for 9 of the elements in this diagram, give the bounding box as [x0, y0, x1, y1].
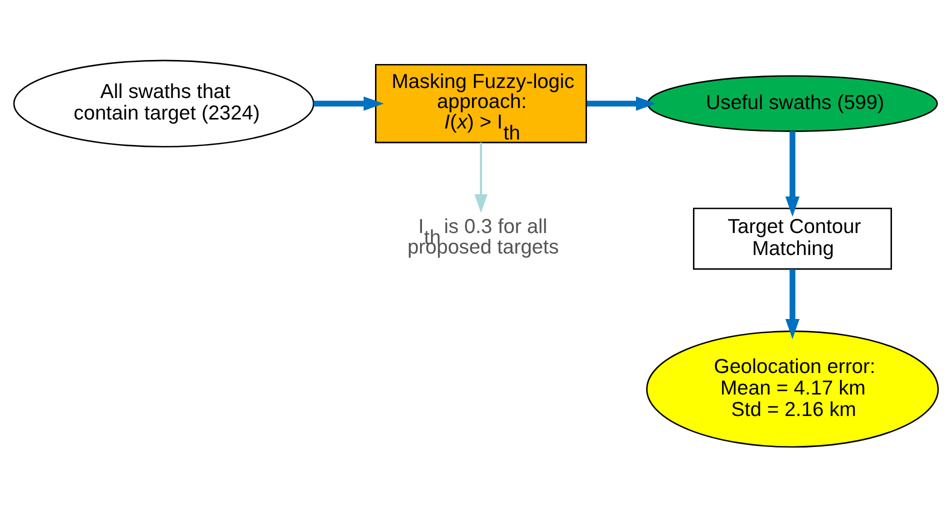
arrow — [474, 142, 488, 213]
node-ellipse: All swaths that contain target (2324) — [13, 60, 314, 148]
node-ellipse: Useful swaths (599) — [647, 75, 938, 132]
arrow — [314, 96, 384, 111]
node-box: Target Contour Matching — [692, 208, 892, 270]
arrow — [586, 96, 656, 111]
arrow — [785, 131, 800, 217]
arrow — [785, 269, 800, 340]
node-ellipse: Geolocation error: Mean = 4.17 km Std = 2.16 km — [646, 330, 939, 448]
